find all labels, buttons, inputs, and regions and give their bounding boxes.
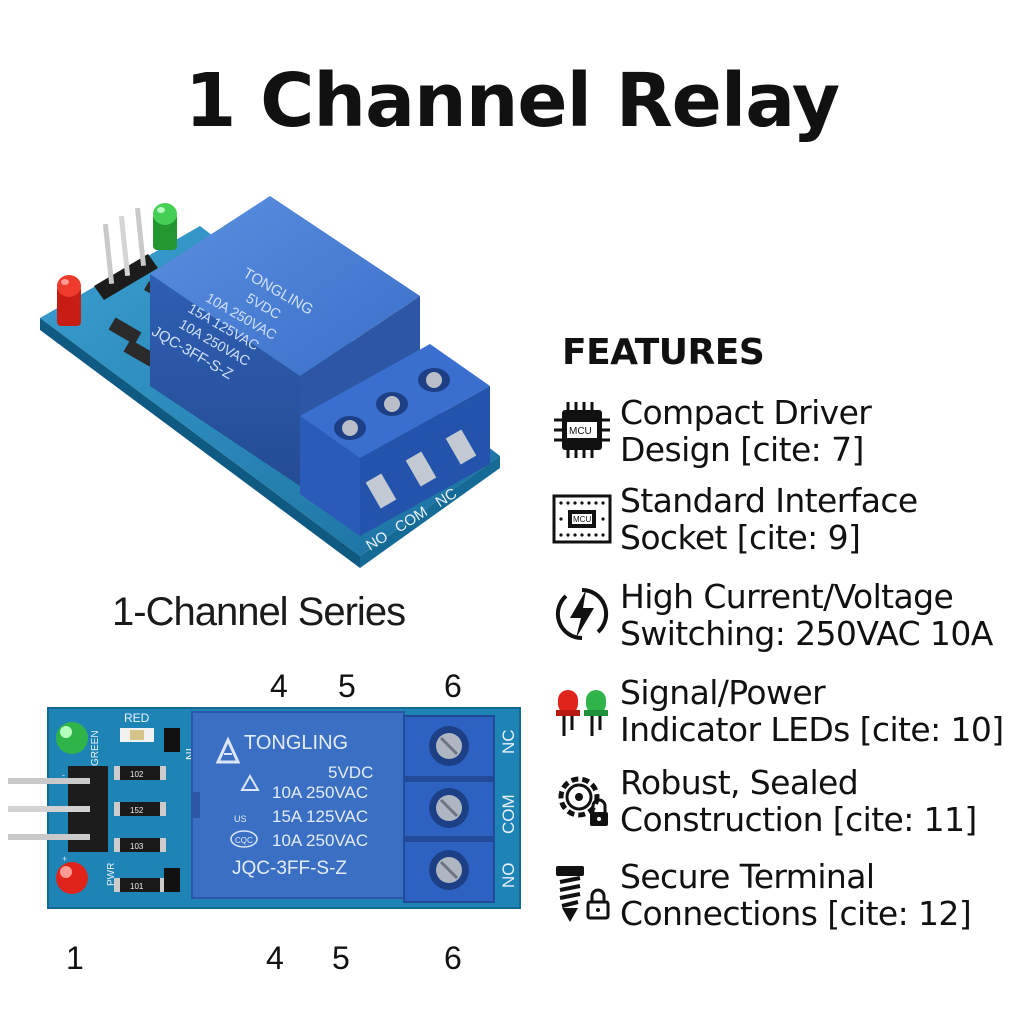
relay-cube-bottom: TONGLING 5VDC 10A 250VAC US 15A 125VAC C… bbox=[191, 711, 405, 899]
pin-number-bottom-5: 5 bbox=[332, 940, 350, 976]
pin-number-bottom-4: 4 bbox=[266, 940, 284, 976]
pin-plus-label: + bbox=[62, 854, 67, 864]
resistor-label-2: 152 bbox=[130, 806, 144, 815]
label-red: RED bbox=[124, 711, 150, 725]
led-green-top bbox=[153, 203, 177, 250]
relay-cqc-mark: CQC bbox=[235, 836, 253, 845]
relay-rating-2-bottom: 15A 125VAC bbox=[272, 807, 368, 826]
label-com-bottom: COM bbox=[499, 794, 518, 834]
relay-module-photo-bottom: - + GREEN PWR RED IN 102 152 103 101 TON… bbox=[8, 707, 521, 909]
feature-line-2: Connections [cite: 12] bbox=[620, 894, 972, 933]
pin-number-top-6: 6 bbox=[444, 668, 462, 704]
resistor-label-3: 103 bbox=[130, 842, 144, 851]
label-pwr: PWR bbox=[106, 863, 117, 886]
relay-model-bottom: JQC-3FF-S-Z bbox=[232, 858, 347, 879]
pin-minus-label: - bbox=[62, 770, 65, 780]
lightning-icon bbox=[555, 587, 609, 641]
screw-lock-icon bbox=[556, 866, 610, 922]
relay-brand-bottom: TONGLING bbox=[244, 732, 348, 754]
led-red-bottom bbox=[56, 862, 88, 894]
led-pair-icon bbox=[556, 690, 608, 736]
pin-number-top-5: 5 bbox=[338, 668, 356, 704]
feature-line-2: Design [cite: 7] bbox=[620, 430, 864, 469]
relay-voltage-bottom: 5VDC bbox=[328, 763, 373, 782]
feature-line-1: Secure Terminal bbox=[620, 857, 875, 896]
feature-line-2: Indicator LEDs [cite: 10] bbox=[620, 710, 1004, 749]
socket-board-icon: MCU bbox=[552, 494, 612, 544]
mcu-chip-icon: MCU bbox=[554, 402, 610, 458]
resistor-label-4: 101 bbox=[130, 882, 144, 891]
resistor-label-1: 102 bbox=[130, 770, 144, 779]
feature-line-1: Signal/Power bbox=[620, 673, 826, 712]
header-pins bbox=[94, 207, 158, 300]
pin-number-top-4: 4 bbox=[270, 668, 288, 704]
pin-number-bottom-1: 1 bbox=[66, 940, 84, 976]
gear-lock-icon bbox=[558, 776, 608, 826]
features-heading: FEATURES bbox=[562, 332, 765, 373]
feature-line-2: Switching: 250VAC 10A bbox=[620, 614, 993, 653]
feature-line-1: Standard Interface bbox=[620, 481, 918, 520]
label-green: GREEN bbox=[90, 730, 101, 766]
relay-cert-marks: US bbox=[234, 814, 247, 824]
relay-rating-3-bottom: 10A 250VAC bbox=[272, 831, 368, 850]
feature-line-1: Compact Driver bbox=[620, 393, 872, 432]
smd-components: 102 152 103 101 bbox=[114, 728, 180, 892]
feature-line-1: Robust, Sealed bbox=[620, 763, 859, 802]
page-title: 1 Channel Relay bbox=[184, 58, 840, 144]
led-red-top bbox=[57, 275, 81, 326]
chip-text: MCU bbox=[573, 515, 591, 524]
relay-rating-1-bottom: 10A 250VAC bbox=[272, 783, 368, 802]
feature-line-1: High Current/Voltage bbox=[620, 577, 954, 616]
terminal-block-top bbox=[300, 344, 490, 536]
label-no-bottom: NO bbox=[499, 863, 518, 889]
label-nc-bottom: NC bbox=[499, 729, 518, 754]
header-pins-bottom: - + bbox=[8, 766, 108, 864]
led-green-bottom bbox=[56, 722, 88, 754]
chip-text: MCU bbox=[569, 426, 592, 437]
feature-line-2: Construction [cite: 11] bbox=[620, 800, 977, 839]
terminal-block-bottom bbox=[403, 715, 495, 903]
relay-module-photo-top: TONGLING 5VDC 10A 250VAC 15A 125VAC 10A … bbox=[40, 196, 500, 568]
pin-number-bottom-6: 6 bbox=[444, 940, 462, 976]
feature-line-2: Socket [cite: 9] bbox=[620, 518, 861, 557]
series-label: 1-Channel Series bbox=[112, 590, 406, 634]
